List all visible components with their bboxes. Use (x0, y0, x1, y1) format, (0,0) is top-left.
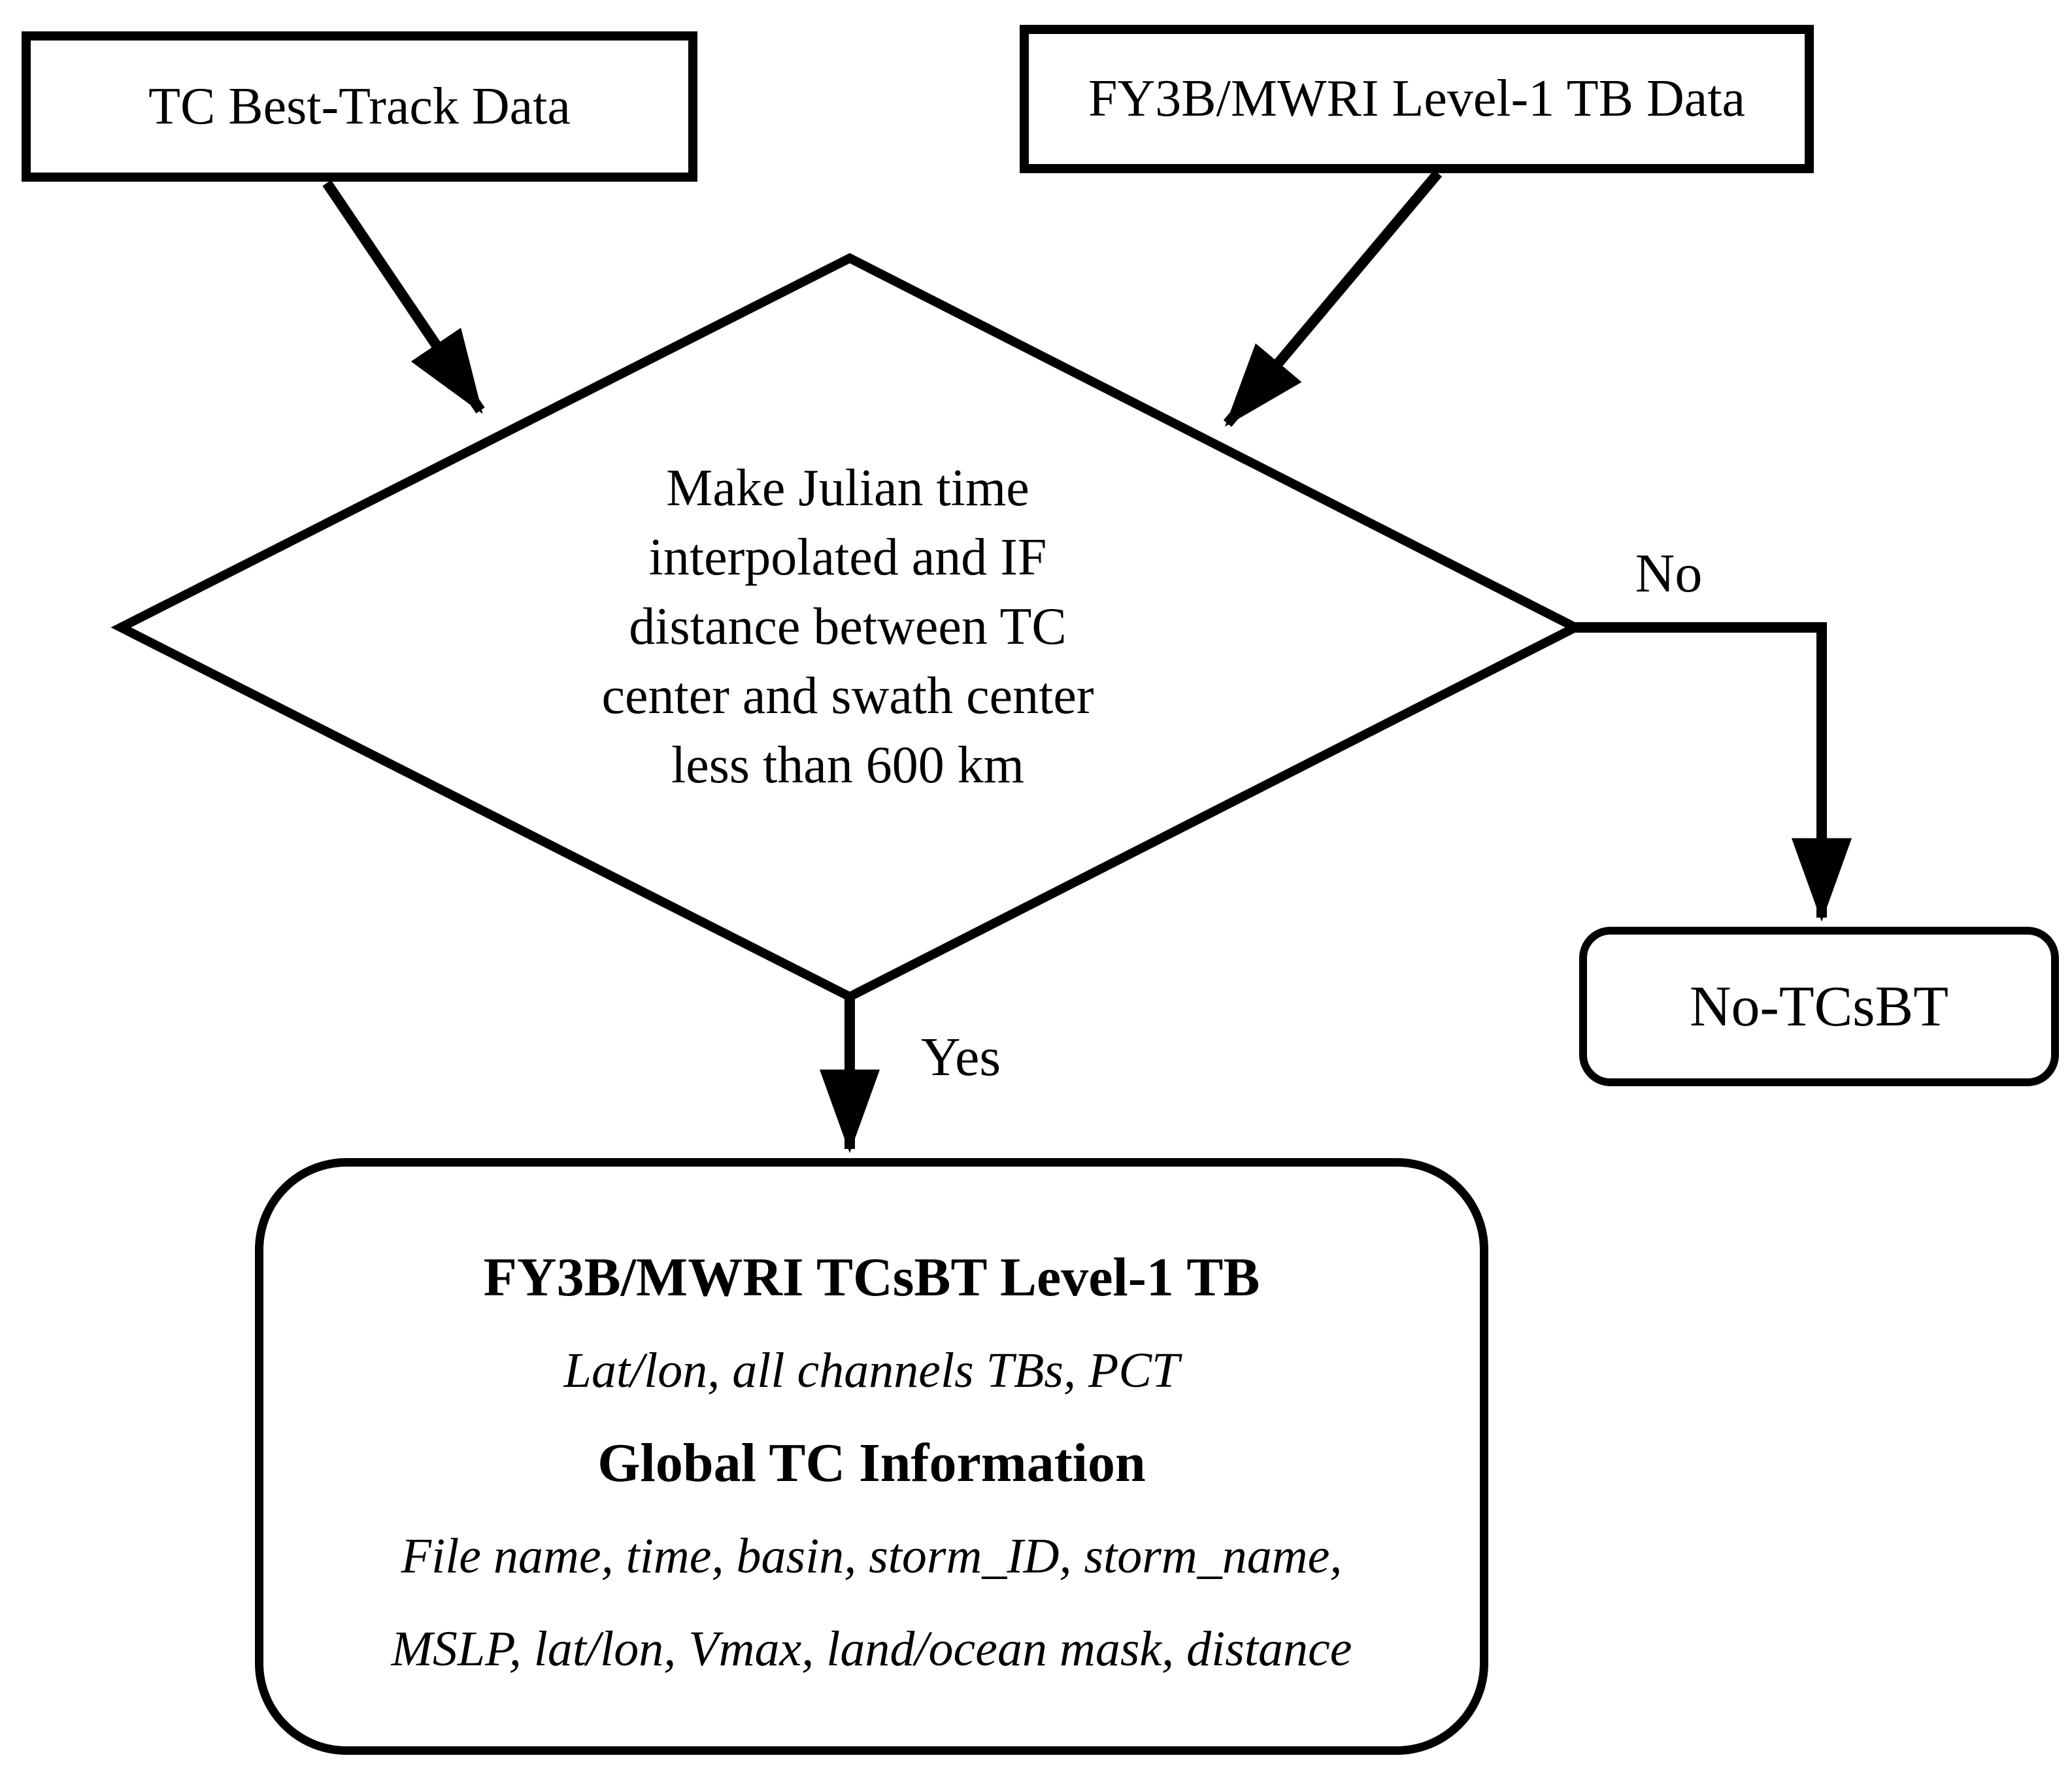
arrow-no-branch (1575, 622, 1852, 922)
node-no-tcsbt-label: No-TCsBT (1690, 974, 1948, 1039)
node-fy3b-level1-label: FY3B/MWRI Level-1 TB Data (1088, 70, 1746, 127)
decision-line: Make Julian time (666, 459, 1029, 517)
node-no-tcsbt: No-TCsBT (1579, 927, 2059, 1086)
edge-label-no: No (1635, 543, 1703, 604)
output-heading-tb: FY3B/MWRI TCsBT Level-1 TB (483, 1246, 1260, 1308)
node-tc-best-track-label: TC Best-Track Data (148, 77, 571, 135)
node-tc-best-track: TC Best-Track Data (22, 31, 697, 182)
decision-line: less than 600 km (671, 737, 1024, 794)
arrow-besttrack-to-decision (322, 180, 485, 414)
node-output: FY3B/MWRI TCsBT Level-1 TB Lat/lon, all … (255, 1158, 1488, 1755)
decision-node-text: Make Julian time interpolated and IF dis… (390, 454, 1305, 800)
edge-label-yes: Yes (920, 1027, 1001, 1088)
node-fy3b-level1: FY3B/MWRI Level-1 TB Data (1020, 25, 1814, 173)
decision-line: center and swath center (601, 667, 1094, 725)
output-detail-channels: Lat/lon, all channels TBs, PCT (563, 1342, 1180, 1398)
arrow-fy3b-to-decision (1223, 169, 1443, 427)
decision-line: interpolated and IF (648, 529, 1047, 586)
output-detail-storm-info: MSLP, lat/lon, Vmax, land/ocean mask, di… (391, 1621, 1352, 1676)
output-detail-file-info: File name, time, basin, storm_ID, storm_… (401, 1528, 1343, 1584)
output-heading-global-tc: Global TC Information (597, 1432, 1146, 1493)
decision-line: distance between TC (629, 598, 1067, 656)
